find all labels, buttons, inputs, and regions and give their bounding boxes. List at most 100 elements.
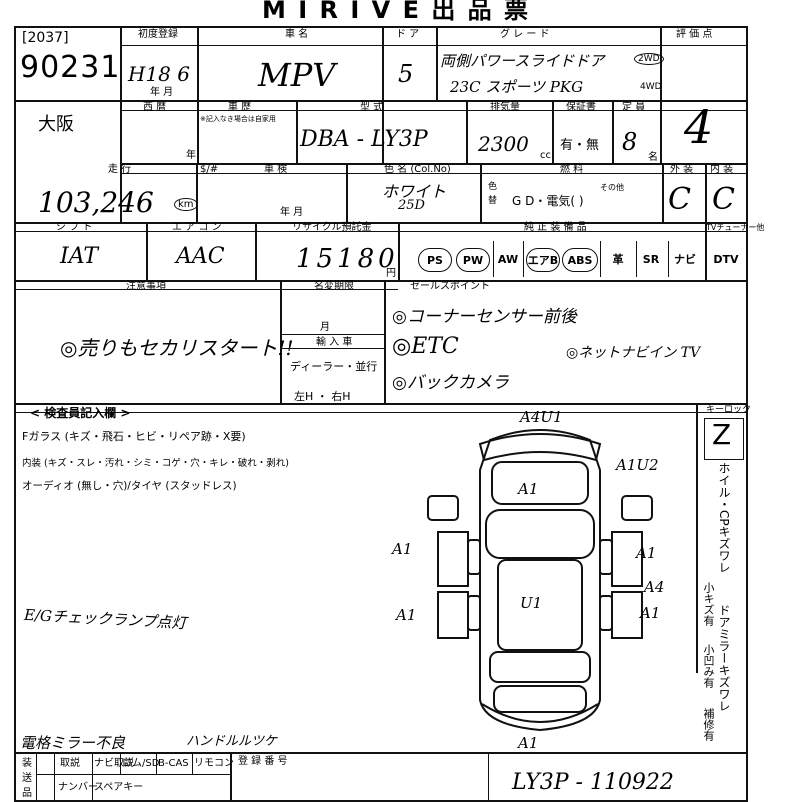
interior-label: 内 装	[710, 164, 734, 175]
equipment-label: 純 正 装 備 品	[524, 222, 587, 233]
venue: 大阪	[38, 114, 74, 135]
warranty-label: 保証書	[566, 102, 596, 113]
chassis-number: LY3P - 110922	[512, 770, 674, 795]
equipment-item: AW	[497, 252, 519, 266]
right-mirror	[621, 495, 653, 521]
recycle-unit: 円	[386, 268, 396, 279]
inspection-date-label: 年 月	[280, 207, 304, 218]
acc-plate: ナンバー	[58, 782, 98, 793]
equipment-item: ABS	[562, 248, 598, 272]
first-reg-label: 初度登録	[138, 29, 178, 40]
notes-text: ◎売りもセカリスタート!!	[60, 336, 294, 360]
title-change-month: 月	[320, 322, 330, 333]
grade-label: グ レ ー ド	[500, 29, 550, 40]
rear-bumper	[481, 703, 599, 723]
left-mirror	[427, 495, 459, 521]
registration-note: ※記入なき場合は自家用	[200, 115, 276, 123]
exterior-value: C	[668, 182, 691, 217]
recycle-label: リサイクル預託金	[292, 222, 372, 233]
left-rear-door	[437, 591, 469, 639]
damage-mark: A1	[636, 544, 657, 562]
model-code-value: DBA - LY3P	[300, 127, 428, 152]
exterior-label: 外 装	[670, 164, 694, 175]
inspection-label: 車 検	[264, 164, 288, 175]
displacement-value: 2300	[478, 132, 529, 156]
grade-line1: 両側パワースライドドア	[440, 52, 605, 70]
equipment-item: PW	[456, 248, 490, 272]
mileage-unit: km	[174, 198, 198, 211]
equipment-item: SR	[642, 252, 660, 266]
first-reg-value: H18 6	[128, 62, 190, 86]
displacement-label: 排気量	[490, 102, 520, 113]
acc-spare: スペアキー	[94, 782, 144, 793]
inspector-line1: Fガラス (キズ・飛石・ヒビ・リペア跡・X要)	[22, 430, 246, 443]
color-code: 25D	[398, 198, 425, 213]
damage-mark: A1U2	[616, 456, 659, 474]
car-name-label: 車 名	[285, 29, 309, 40]
door-mirror-label: ドアミラーキズワレ	[717, 604, 731, 712]
drive-4wd: 4WD	[640, 82, 662, 92]
sales-point-3: ◎バックカメラ	[392, 373, 509, 393]
damage-mark: A1	[518, 480, 539, 498]
shift-value: IAT	[60, 244, 99, 269]
equipment-item: ナビ	[674, 253, 696, 266]
era-year-label: 年	[186, 150, 196, 161]
right-front-wheel	[599, 539, 613, 575]
interior-value: C	[712, 182, 735, 217]
doors-value: 5	[398, 60, 414, 88]
shift-label: シ フ ト	[56, 222, 93, 233]
bottom-label: 装 送 品	[22, 758, 32, 799]
damage-mark: A4	[644, 578, 665, 596]
car-name-value: MPV	[258, 56, 336, 94]
hood	[491, 461, 589, 505]
fuel-label: 燃 料	[560, 164, 584, 175]
recycle-value: 15180	[296, 244, 399, 274]
aircon-value: AAC	[176, 244, 225, 269]
displacement-unit: cc	[540, 150, 551, 161]
form-title: M I R I V E 出 品 票	[262, 0, 531, 24]
rear-window	[489, 651, 591, 683]
damage-mark: A1	[518, 734, 539, 752]
mileage-value: 103,246	[38, 186, 154, 219]
tailgate	[493, 685, 587, 713]
right-rear-wheel	[599, 595, 613, 631]
mileage-label: 走 行	[108, 164, 132, 175]
left-front-door	[437, 531, 469, 587]
import-dealer: ディーラー・並行	[290, 360, 378, 373]
capacity-label: 定 員	[622, 102, 646, 113]
lot-code: [2037]	[22, 30, 69, 46]
color-name: ホワイト	[382, 182, 447, 201]
inspector-note-mirror: 電格ミラー不良	[20, 734, 126, 752]
damage-mark: A1	[640, 604, 661, 622]
grade-line2: 23C スポーツ PKG	[450, 78, 584, 96]
car-body-outline	[479, 429, 601, 732]
sales-points-label: セールスポイント	[410, 281, 490, 292]
first-reg-month-label: 年 月	[150, 87, 174, 98]
small-scratch-label: 小キズ有	[702, 582, 715, 626]
era-label: 西 暦	[143, 102, 167, 113]
wheel-label: ホイル・CPキズワレ	[717, 462, 731, 574]
inspector-label: < 検査員記入欄 >	[30, 406, 131, 420]
acc-manual: 取説	[60, 758, 80, 769]
drive-2wd: 2WD	[634, 53, 664, 65]
right-rear-door	[611, 591, 643, 639]
keylock-label: キーロック	[706, 405, 752, 415]
damage-mark: A4U1	[520, 408, 563, 426]
fuel-other-label: その他	[600, 183, 624, 192]
import-label: 輸 入 車	[316, 337, 353, 348]
inspector-line2: 内装 (キズ・スレ・汚れ・シミ・コゲ・穴・キレ・破れ・剥れ)	[22, 458, 289, 469]
lot-number: 90231	[20, 50, 121, 85]
mileage-note: $/#	[200, 164, 219, 175]
color-label: 色 名 (Col.No)	[384, 164, 451, 175]
left-rear-wheel	[467, 595, 481, 631]
damage-mark: A1	[396, 606, 417, 624]
equipment-item: 革	[612, 253, 624, 266]
title-change-label: 名変期限	[314, 281, 354, 292]
acc-remote: リモコン	[194, 758, 234, 769]
color-side-label: 色 替	[488, 182, 498, 206]
chassis-label: 登 録 番 号	[238, 756, 288, 767]
roof	[497, 559, 583, 651]
acc-navi: ナビ取説	[94, 758, 134, 769]
repair-label: 補修有	[702, 708, 715, 741]
fuel-value: G D・電気( )	[512, 194, 584, 208]
